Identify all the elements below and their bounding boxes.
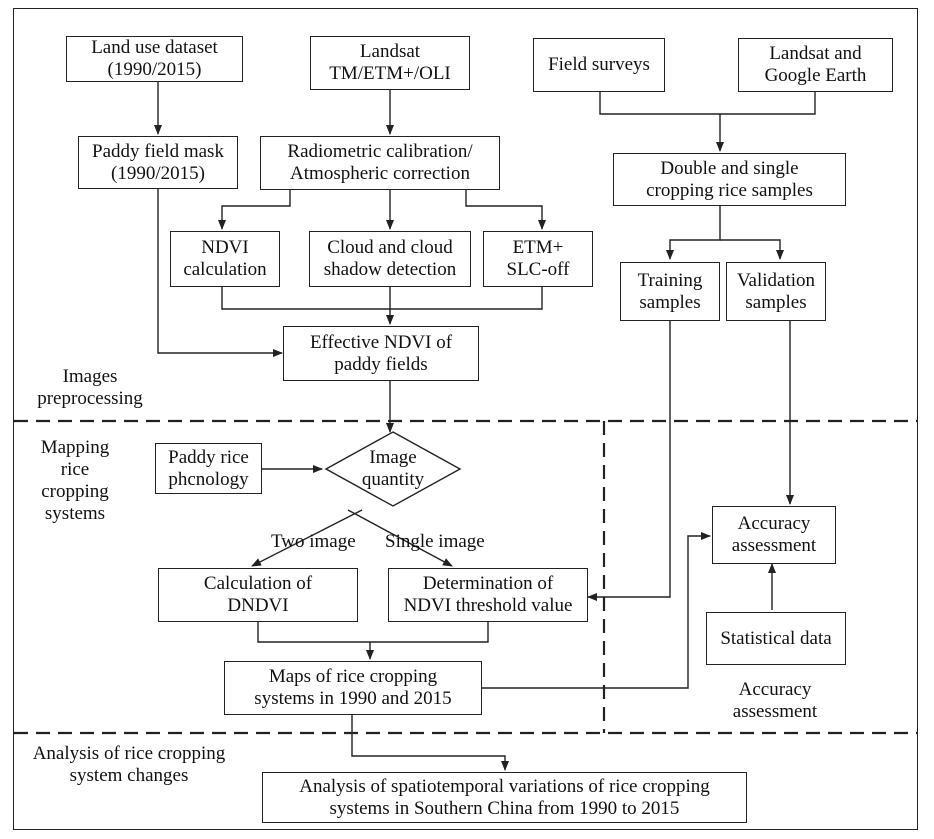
radiometric-calibration-box: Radiometric calibration/Atmospheric corr… <box>260 136 500 190</box>
text-line: Google Earth <box>764 65 867 86</box>
text-line: Double and single <box>660 157 799 179</box>
text-line: Analysis of rice cropping <box>32 743 226 764</box>
text-line: phcnology <box>168 468 249 490</box>
text-line: shadow detection <box>323 259 457 280</box>
connector-ndvi-merge <box>221 287 543 310</box>
text-line: assessment <box>731 535 817 556</box>
text-line: Validation <box>736 269 816 291</box>
text-line: Determination of <box>422 573 554 594</box>
text-line: NDVI <box>201 237 249 258</box>
text-line: calculation <box>183 259 267 280</box>
text-line: Accuracy <box>738 679 812 700</box>
spatiotemporal-analysis-box: Analysis of spatiotemporal variations of… <box>262 772 747 823</box>
text-line: Land use dataset <box>91 37 218 58</box>
statistical-data-box: Statistical data <box>706 612 846 665</box>
text-line: Maps of rice cropping <box>268 666 438 687</box>
text-line: cropping rice samples <box>646 179 813 201</box>
text-line: Mapping <box>40 437 110 458</box>
text-line: cropping <box>41 481 109 502</box>
arrow-radiometric-ndvi <box>218 190 291 230</box>
text-line: SLC-off <box>506 259 570 280</box>
field-surveys-box: Field surveys <box>533 38 665 92</box>
text-line: Landsat <box>359 41 421 62</box>
land-use-dataset-box: Land use dataset(1990/2015) <box>66 36 243 82</box>
arrow-samples-split <box>666 206 721 260</box>
arrow-maps-analysis <box>351 715 509 771</box>
arrow-maps-accuracy <box>482 532 711 689</box>
text-line: preprocessing <box>37 388 143 409</box>
text-line: DNDVI <box>227 595 289 616</box>
text-line: Radiometric calibration/ <box>287 141 473 162</box>
text-line: Image <box>369 447 417 468</box>
text-line: systems in 1990 and 2015 <box>254 688 452 709</box>
text-line: (1990/2015) <box>107 59 202 80</box>
text-line: Atmospheric correction <box>290 163 470 184</box>
text-line: Calculation of <box>203 573 313 594</box>
arrow-two-image <box>251 509 363 567</box>
text-line: (1990/2015) <box>111 162 205 184</box>
text-line: Statistical data <box>720 627 832 649</box>
text-line: samples <box>745 291 807 313</box>
text-line: Effective NDVI of <box>309 331 453 353</box>
text-line: Images <box>62 366 118 387</box>
etm-slc-off-box: ETM+SLC-off <box>483 231 593 287</box>
text-line: samples <box>639 291 701 313</box>
text-line: Landsat and <box>769 43 862 64</box>
paddy-field-mask-box: Paddy field mask(1990/2015) <box>78 136 238 189</box>
text-line: quantity <box>361 469 425 490</box>
arrow-samples-validation <box>720 239 784 260</box>
text-line: NDVI threshold value <box>403 595 573 616</box>
single-image-label: Single image <box>385 531 485 552</box>
text-line: systems in Southern China from 1990 to 2… <box>329 797 680 819</box>
arrow-training-threshold <box>587 321 671 601</box>
text-line: Training <box>637 269 703 291</box>
connector-field-samples <box>599 92 816 115</box>
connector-methods-merge <box>257 622 489 643</box>
text-line: Analysis of spatiotemporal variations of… <box>299 775 710 797</box>
text-line: Cloud and cloud <box>327 237 453 258</box>
arrow-radiometric-etm <box>465 190 546 230</box>
arrow-mask-effective <box>157 189 283 357</box>
text-line: system changes <box>69 765 189 786</box>
arrow-single-image <box>347 509 453 567</box>
two-image-label: Two image <box>271 531 356 552</box>
text-line: TM/ETM+/OLI <box>329 63 451 84</box>
text-line: Field surveys <box>548 54 650 75</box>
text-line: Accuracy <box>737 513 811 534</box>
text-line: rice <box>60 459 90 480</box>
text-line: Paddy rice <box>168 446 249 468</box>
diagram-frame <box>13 8 918 830</box>
image-quantity-diamond <box>324 431 462 507</box>
text-line: ETM+ <box>512 237 564 258</box>
text-line: systems <box>44 503 106 524</box>
text-line: assessment <box>732 701 818 722</box>
text-line: Paddy field mask <box>92 140 224 162</box>
text-line: paddy fields <box>334 353 428 375</box>
